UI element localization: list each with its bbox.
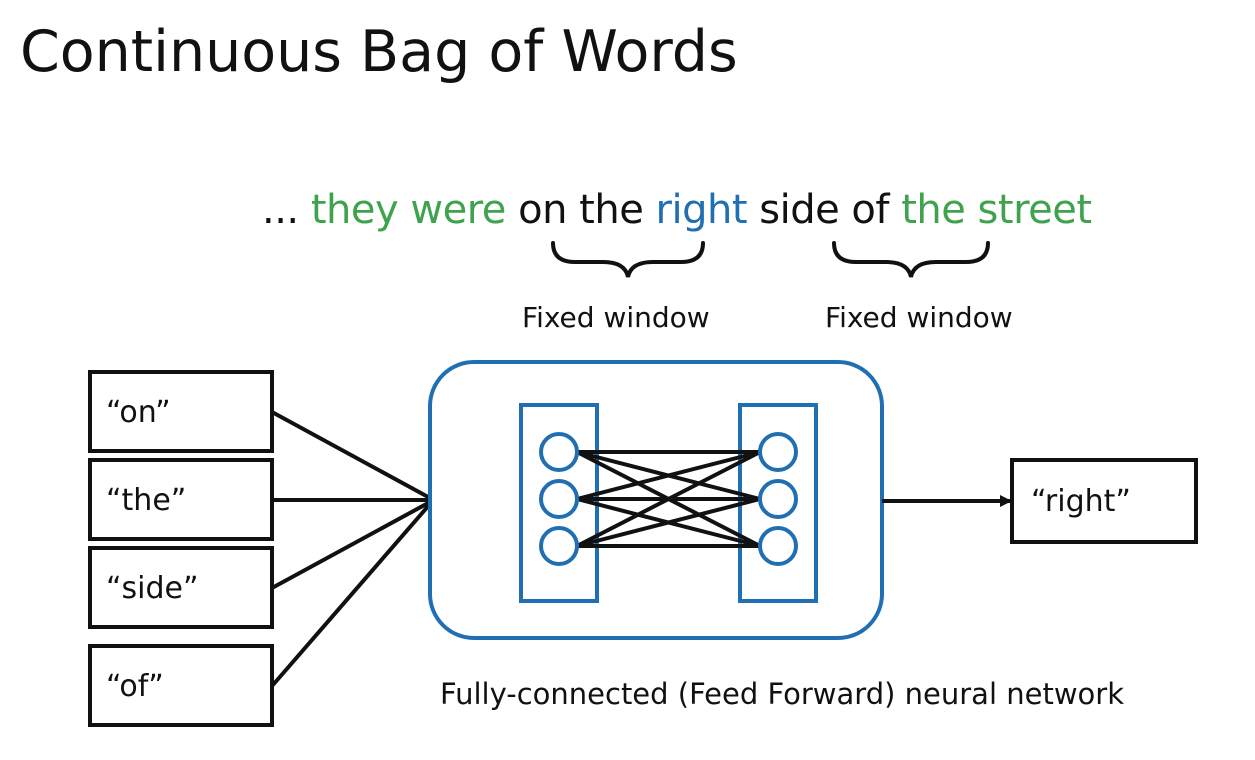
context-box-side bbox=[88, 546, 274, 629]
output-word: “right” bbox=[1031, 484, 1131, 519]
slide-title: Continuous Bag of Words bbox=[20, 19, 738, 85]
output-neuron-1 bbox=[758, 432, 798, 472]
sentence-window-right: side of bbox=[759, 187, 889, 233]
context-word-on: “on” bbox=[106, 395, 171, 430]
network-caption: Fully-connected (Feed Forward) neural ne… bbox=[440, 677, 1124, 711]
connector-side bbox=[270, 500, 432, 590]
fixed-window-label-right: Fixed window bbox=[825, 301, 1013, 334]
sentence-left-context: they were bbox=[310, 187, 507, 233]
neurons bbox=[539, 432, 798, 566]
fixed-window-label-left: Fixed window bbox=[522, 301, 710, 334]
sentence-ellipsis: ... bbox=[262, 187, 299, 233]
connector-of bbox=[270, 502, 432, 688]
connector-on bbox=[270, 410, 432, 500]
sentence-target-word: right bbox=[655, 187, 748, 233]
input-neuron-1 bbox=[539, 432, 579, 472]
example-sentence: ... they were on the right side of the s… bbox=[262, 180, 1092, 240]
network-weights bbox=[575, 450, 762, 548]
sentence-right-context: the street bbox=[901, 187, 1092, 233]
context-word-the: “the” bbox=[106, 483, 187, 518]
output-box bbox=[1010, 458, 1198, 544]
weight-2-1 bbox=[575, 450, 762, 501]
output-neuron-3 bbox=[758, 526, 798, 566]
window-brace-left bbox=[551, 241, 705, 278]
output-neuron-2 bbox=[758, 479, 798, 519]
window-brace-right bbox=[832, 241, 990, 278]
context-word-side: “side” bbox=[106, 571, 199, 606]
context-box-of bbox=[88, 644, 274, 727]
weight-3-2 bbox=[575, 497, 762, 548]
input-neuron-2 bbox=[539, 479, 579, 519]
weight-3-1 bbox=[575, 450, 762, 548]
input-neuron-3 bbox=[539, 526, 579, 566]
sentence-window-left: on the bbox=[518, 187, 644, 233]
context-connectors bbox=[270, 410, 432, 688]
context-word-of: “of” bbox=[106, 669, 164, 704]
